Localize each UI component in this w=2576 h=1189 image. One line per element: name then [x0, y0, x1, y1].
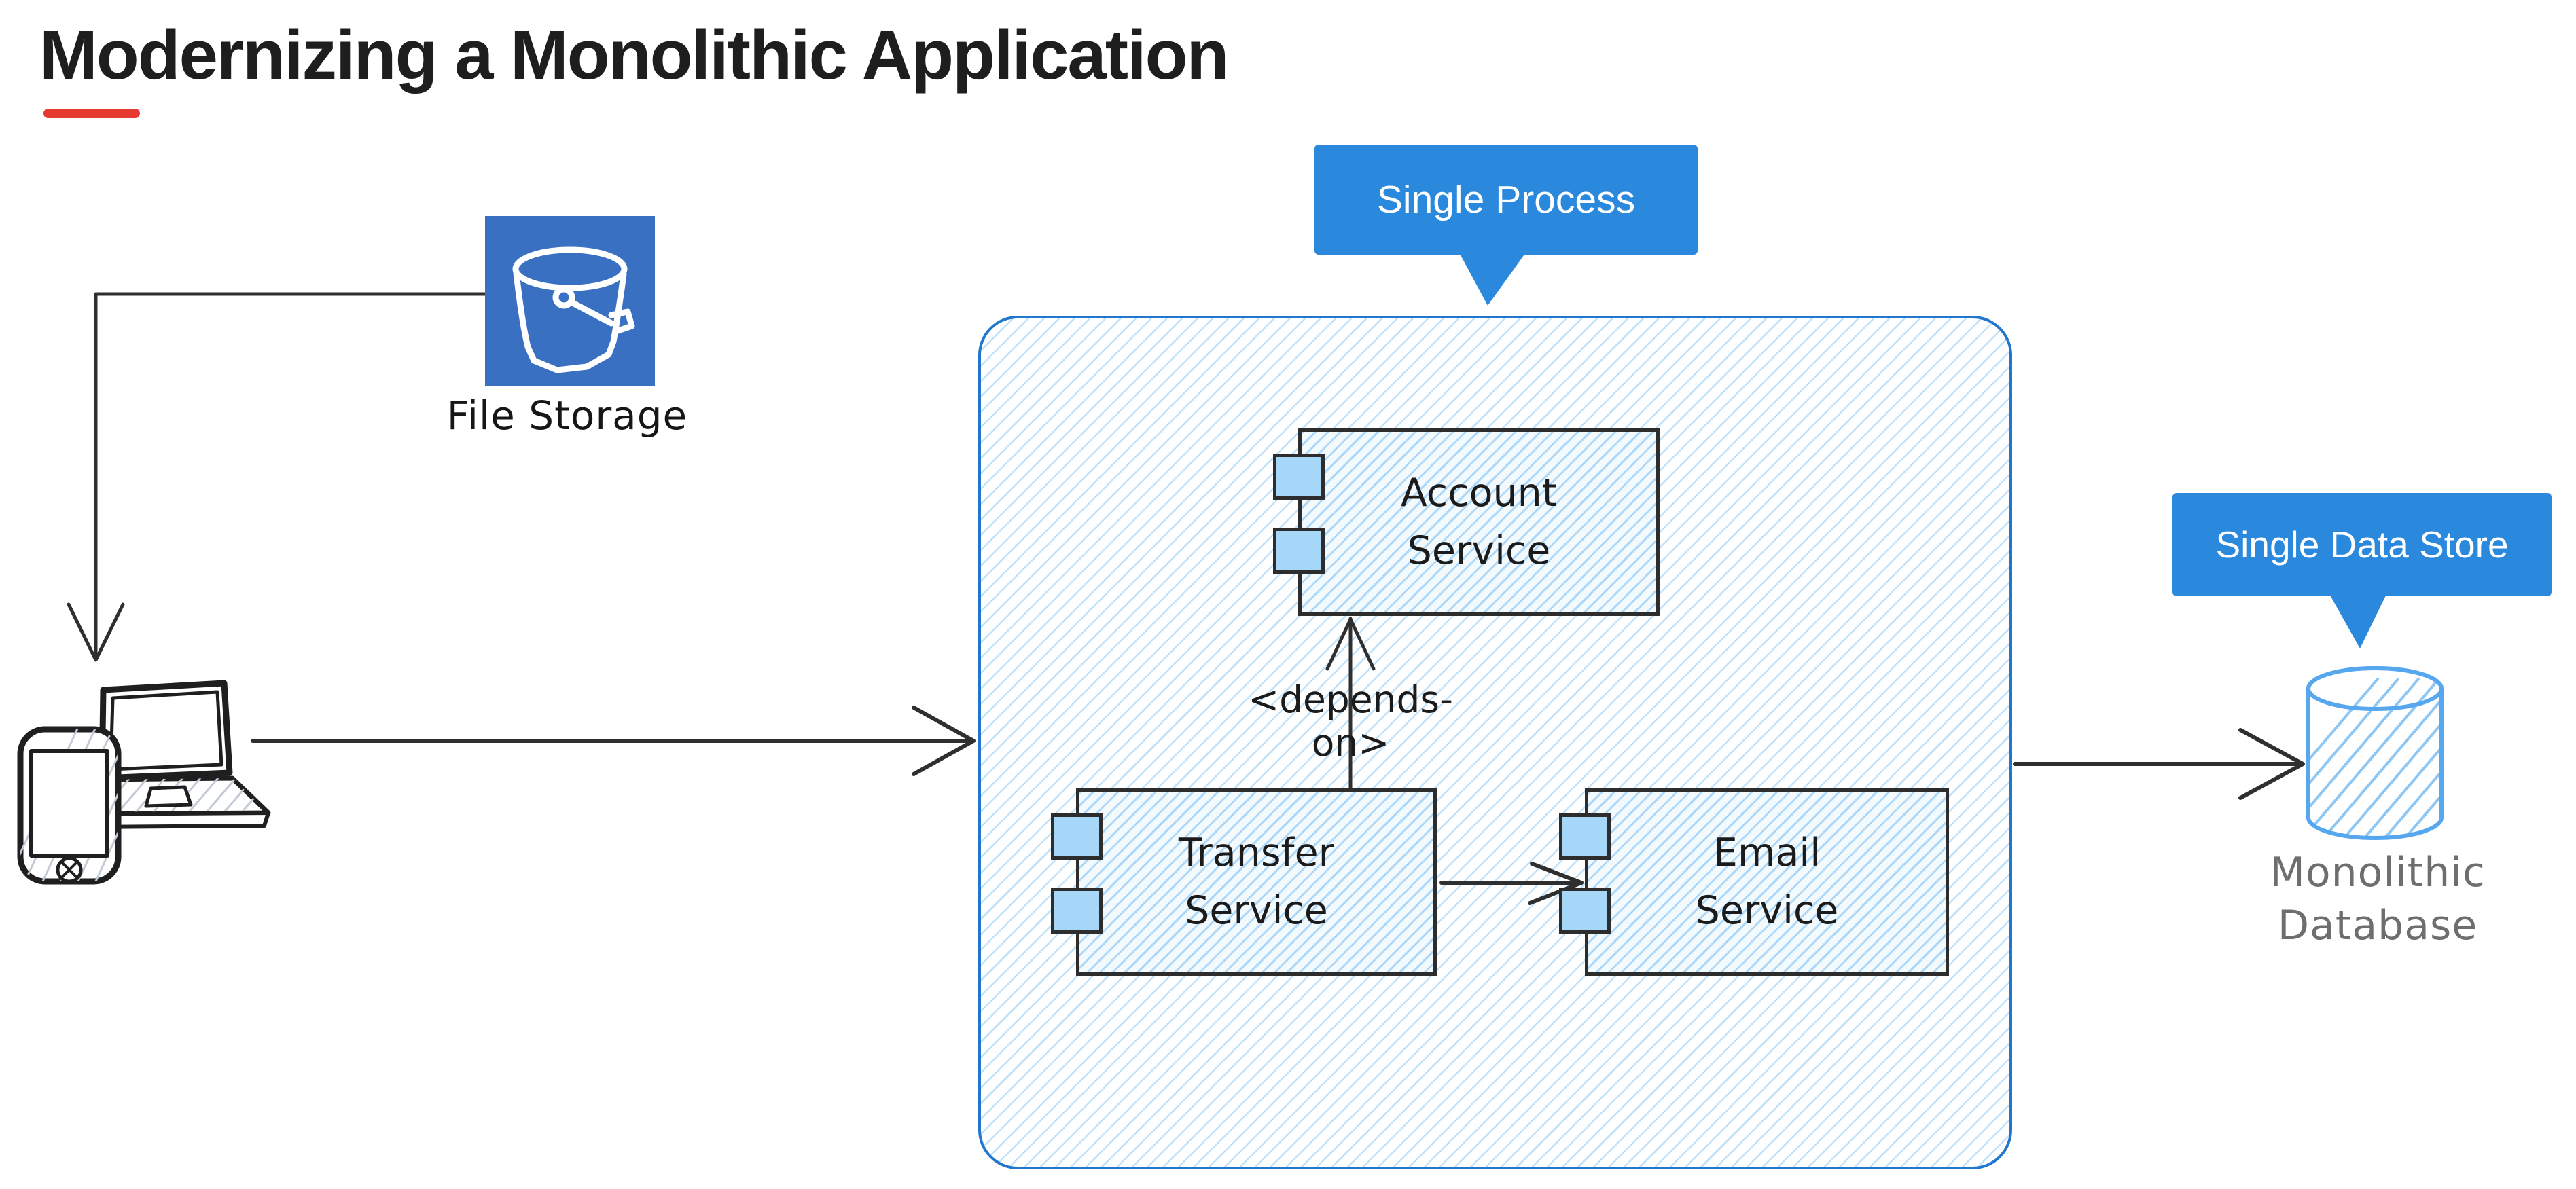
- port-icon: [1559, 813, 1611, 860]
- database-label-line: Monolithic: [2270, 849, 2486, 896]
- database-icon: [2306, 666, 2444, 840]
- client-devices-sketch: [17, 680, 271, 885]
- single-data-store-callout-tail: [2329, 593, 2387, 648]
- title-underline: [43, 109, 140, 118]
- port-icon: [1051, 888, 1103, 934]
- single-process-callout-tail: [1459, 253, 1526, 306]
- component-label-line: Account: [1400, 470, 1558, 515]
- component-label-line: Transfer: [1178, 830, 1335, 875]
- single-process-callout-label: Single Process: [1376, 178, 1636, 221]
- component-label-line: Service: [1695, 888, 1839, 933]
- port-icon: [1559, 888, 1611, 934]
- phone-icon: [17, 726, 122, 885]
- component-label-line: Email: [1713, 830, 1821, 875]
- file-storage-icon: [485, 216, 655, 386]
- component-label-line: Service: [1185, 888, 1328, 933]
- database-label-line: Database: [2277, 902, 2478, 949]
- arrow-file-storage-to-client: [67, 292, 488, 662]
- dependency-label: <depends-on>: [1248, 678, 1453, 765]
- port-icon: [1273, 528, 1325, 574]
- component-account-service: Account Service: [1298, 428, 1660, 616]
- component-email-service: Email Service: [1585, 788, 1949, 976]
- component-transfer-service: Transfer Service: [1076, 788, 1437, 976]
- database-label: Monolithic Database: [2232, 846, 2524, 952]
- bucket-icon: [512, 246, 635, 373]
- single-data-store-callout: Single Data Store: [2172, 493, 2552, 596]
- single-data-store-callout-label: Single Data Store: [2215, 524, 2509, 566]
- page-title: Modernizing a Monolithic Application: [39, 16, 1229, 94]
- arrow-client-to-process: [251, 706, 976, 776]
- port-icon: [1273, 454, 1325, 500]
- file-storage-label: File Storage: [446, 392, 688, 439]
- arrow-transfer-to-email: [1439, 862, 1584, 905]
- arrow-transfer-to-account: [1325, 617, 1376, 790]
- single-process-callout: Single Process: [1314, 145, 1698, 255]
- arrow-process-to-database: [2013, 728, 2305, 800]
- component-label-line: Service: [1407, 528, 1551, 573]
- port-icon: [1051, 813, 1103, 860]
